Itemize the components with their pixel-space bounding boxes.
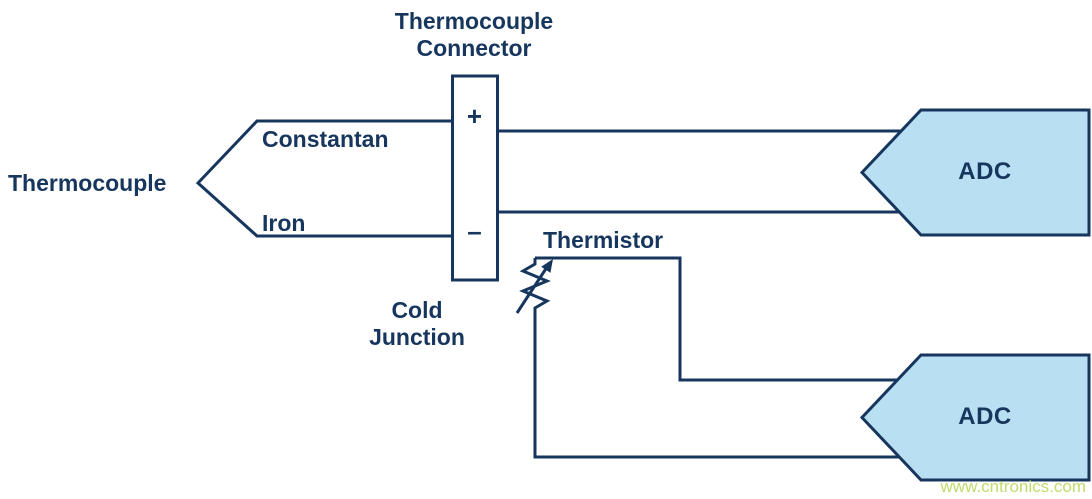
cold-junction-line1: Cold xyxy=(391,297,443,323)
thermistor-arrowhead xyxy=(541,259,553,273)
thermocouple-bracket xyxy=(195,119,452,238)
connector-title-line1: Thermocouple xyxy=(394,8,554,34)
thermistor-label: Thermistor xyxy=(543,227,664,253)
connector-title-line2: Connector xyxy=(416,35,532,61)
minus-sign: – xyxy=(467,216,482,246)
adc-top-label: ADC xyxy=(958,158,1012,185)
watermark: www.cntronics.com xyxy=(940,477,1086,496)
connector-title: Thermocouple Connector xyxy=(324,8,624,62)
adc-top-shape xyxy=(859,108,1091,237)
cold-junction-label: Cold Junction xyxy=(317,297,517,351)
adc-bottom-shape xyxy=(859,353,1091,482)
thermocouple-label: Thermocouple xyxy=(8,170,167,196)
cold-junction-line2: Junction xyxy=(369,324,465,350)
connector-box xyxy=(451,74,499,282)
thermistor-arrow xyxy=(515,263,551,314)
thermistor-wire-bottom xyxy=(533,314,905,459)
adc-bottom-label: ADC xyxy=(958,403,1012,430)
plus-sign: + xyxy=(466,101,483,131)
thermistor-wire-top xyxy=(535,256,905,382)
iron-label: Iron xyxy=(262,210,306,236)
constantan-label: Constantan xyxy=(262,126,389,152)
